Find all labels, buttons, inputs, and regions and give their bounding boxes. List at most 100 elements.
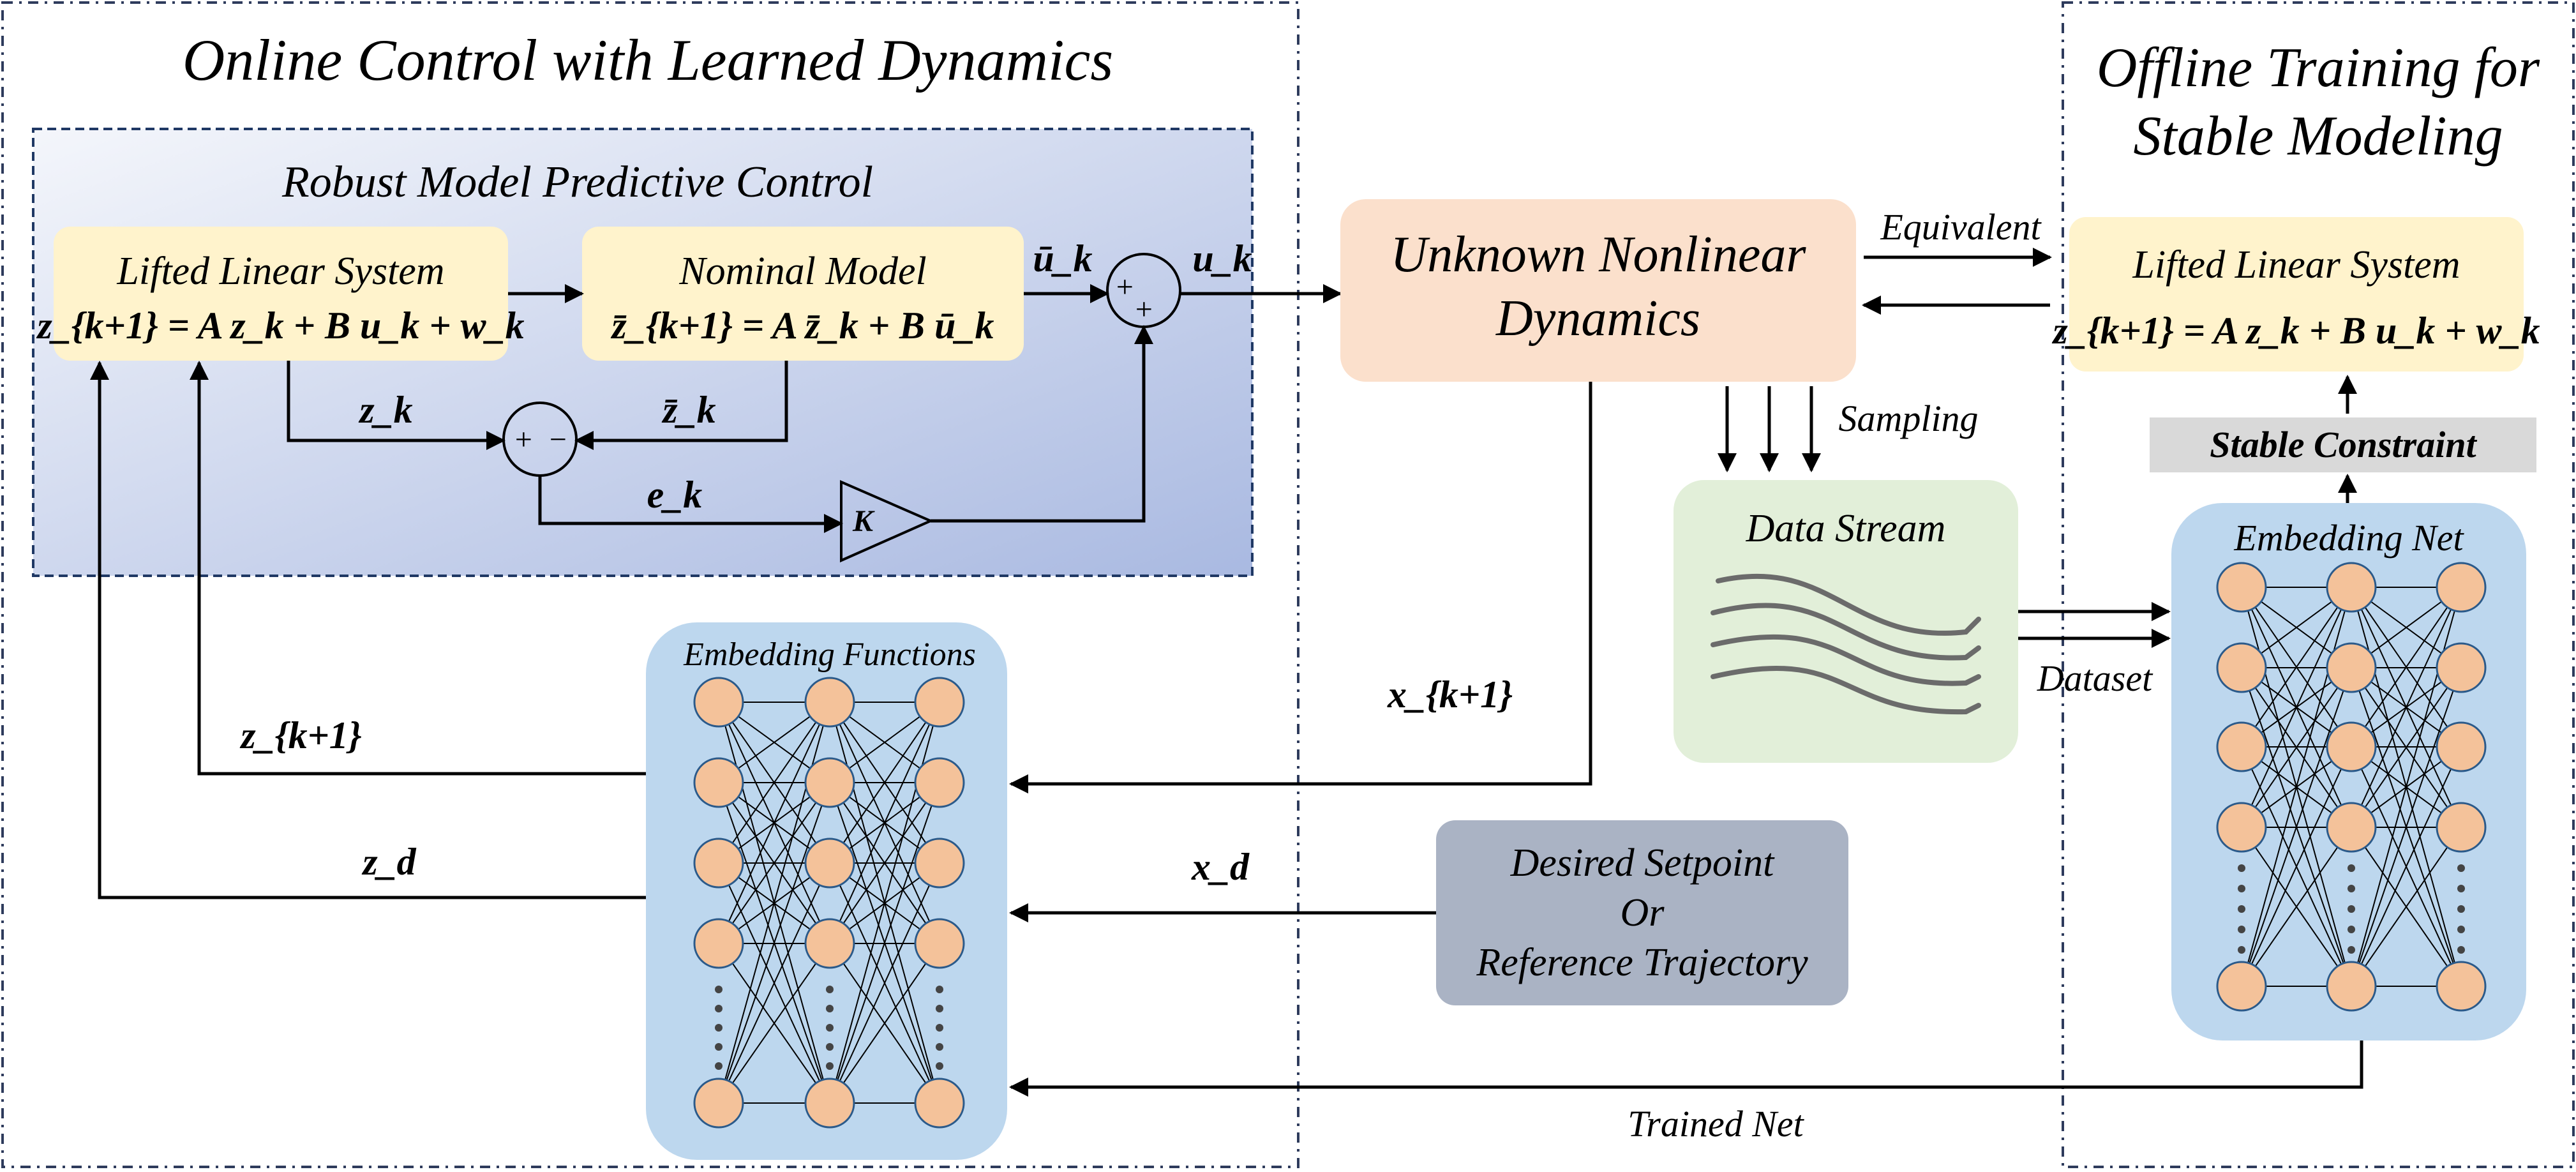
- net-ellipsis-dot: [2457, 926, 2465, 933]
- net-node: [804, 918, 855, 969]
- data-stream-curve-2: [1711, 603, 1981, 661]
- signal-u-k: u_k: [1192, 237, 1252, 280]
- wire-gain-to-sum: [931, 325, 1153, 523]
- net-edge: [2351, 746, 2462, 987]
- net-node: [2436, 562, 2487, 613]
- net-edge: [2351, 667, 2462, 987]
- net-edge: [718, 782, 830, 944]
- net-ellipsis-dot: [826, 1024, 834, 1032]
- net-node: [804, 1078, 855, 1129]
- net-edge: [718, 943, 830, 1104]
- net-ellipsis-dot: [826, 986, 834, 993]
- wire-dynamics-to-embedding: [1009, 382, 1592, 793]
- net-node: [2326, 961, 2377, 1012]
- net-edge: [718, 862, 830, 1104]
- net-ellipsis-dot: [2348, 946, 2355, 954]
- desired-setpoint-line3: Reference Trajectory: [1476, 941, 1808, 984]
- net-node: [2326, 802, 2377, 853]
- offline-panel-title-line1: Offline Training for: [2097, 37, 2540, 99]
- offline-lifted-linear-system-title: Lifted Linear System: [2132, 243, 2460, 287]
- net-edge: [2241, 667, 2352, 987]
- net-node: [693, 757, 744, 808]
- desired-setpoint-line2: Or: [1621, 891, 1665, 935]
- net-node: [693, 1078, 744, 1129]
- net-node: [2326, 562, 2377, 613]
- net-ellipsis-dot: [936, 1024, 943, 1032]
- net-node: [2216, 961, 2267, 1012]
- unknown-dynamics-line1: Unknown Nonlinear: [1390, 227, 1806, 283]
- unknown-dynamics-line2: Dynamics: [1495, 290, 1700, 347]
- net-node: [693, 918, 744, 969]
- net-ellipsis-dot: [826, 1043, 834, 1051]
- net-ellipsis-dot: [2238, 926, 2245, 933]
- unknown-dynamics-block: [1340, 199, 1856, 382]
- net-node: [2216, 562, 2267, 613]
- net-ellipsis-dot: [936, 986, 943, 993]
- embedding-functions-graph: [693, 677, 965, 1129]
- net-ellipsis-dot: [715, 1024, 723, 1032]
- sum-junction-error-minus: −: [548, 423, 568, 456]
- net-ellipsis-dot: [2348, 864, 2355, 872]
- label-equivalent: Equivalent: [1880, 206, 2042, 248]
- online-panel-title: Online Control with Learned Dynamics: [183, 27, 1113, 93]
- online-panel: [1, 1, 1299, 1168]
- offline-panel: [2062, 1, 2575, 1168]
- sum-junction-error-plus: +: [513, 423, 534, 456]
- lifted-linear-system-block: [54, 227, 508, 361]
- net-node: [2216, 721, 2267, 772]
- net-edge: [829, 943, 940, 1104]
- net-ellipsis-dot: [2238, 946, 2245, 954]
- net-node: [914, 757, 965, 808]
- net-node: [914, 1078, 965, 1129]
- net-node: [804, 677, 855, 728]
- label-trained-net: Trained Net: [1628, 1103, 1804, 1145]
- net-edge: [829, 862, 940, 1104]
- gain-k-label: K: [852, 504, 875, 538]
- net-node: [693, 838, 744, 889]
- net-ellipsis-dot: [2348, 905, 2355, 913]
- net-node: [914, 918, 965, 969]
- data-stream-block: [1674, 480, 2018, 763]
- desired-setpoint-block: [1436, 820, 1848, 1005]
- net-edge: [2241, 667, 2352, 828]
- net-ellipsis-dot: [826, 1005, 834, 1012]
- net-ellipsis-dot: [715, 986, 723, 993]
- embedding-net-title: Embedding Net: [2233, 517, 2464, 559]
- lifted-linear-system-equation: z_{k+1} = A z_k + B u_k + w_k: [36, 304, 524, 347]
- wire-embedding-zk1: [190, 361, 646, 776]
- net-edge: [2241, 746, 2352, 987]
- data-stream-curve-3: [1711, 634, 1981, 686]
- net-node: [2216, 642, 2267, 693]
- net-ellipsis-dot: [715, 1043, 723, 1051]
- net-ellipsis-dot: [936, 1005, 943, 1012]
- signal-z-k: z_k: [358, 389, 412, 431]
- net-node: [2216, 802, 2267, 853]
- net-ellipsis-dot: [826, 1062, 834, 1070]
- net-node: [804, 757, 855, 808]
- sum-junction-control-plus-bottom: +: [1134, 292, 1154, 326]
- net-ellipsis-dot: [2457, 946, 2465, 954]
- net-node: [2326, 721, 2377, 772]
- net-ellipsis-dot: [2238, 905, 2245, 913]
- wire-embedding-zd: [90, 361, 646, 899]
- wire-lifted-zk: [287, 361, 505, 450]
- net-ellipsis-dot: [2457, 885, 2465, 892]
- wire-error-to-gain: [538, 476, 843, 533]
- signal-e-k: e_k: [647, 474, 703, 516]
- rmpc-title: Robust Model Predictive Control: [281, 158, 873, 207]
- net-edge: [2351, 667, 2462, 828]
- stable-constraint-block: [2150, 417, 2536, 472]
- net-edge: [829, 782, 940, 944]
- signal-ubar-k: ū_k: [1033, 237, 1092, 280]
- net-ellipsis-dot: [936, 1062, 943, 1070]
- data-stream-curve-4: [1711, 666, 1981, 715]
- sum-junction-control-plus-top: +: [1114, 270, 1135, 304]
- signal-x-d: x_d: [1191, 846, 1250, 888]
- embedding-functions-title: Embedding Functions: [683, 636, 976, 673]
- net-node: [2436, 642, 2487, 693]
- net-ellipsis-dot: [715, 1062, 723, 1070]
- net-node: [804, 838, 855, 889]
- net-ellipsis-dot: [936, 1043, 943, 1051]
- signal-z-d: z_d: [361, 841, 416, 883]
